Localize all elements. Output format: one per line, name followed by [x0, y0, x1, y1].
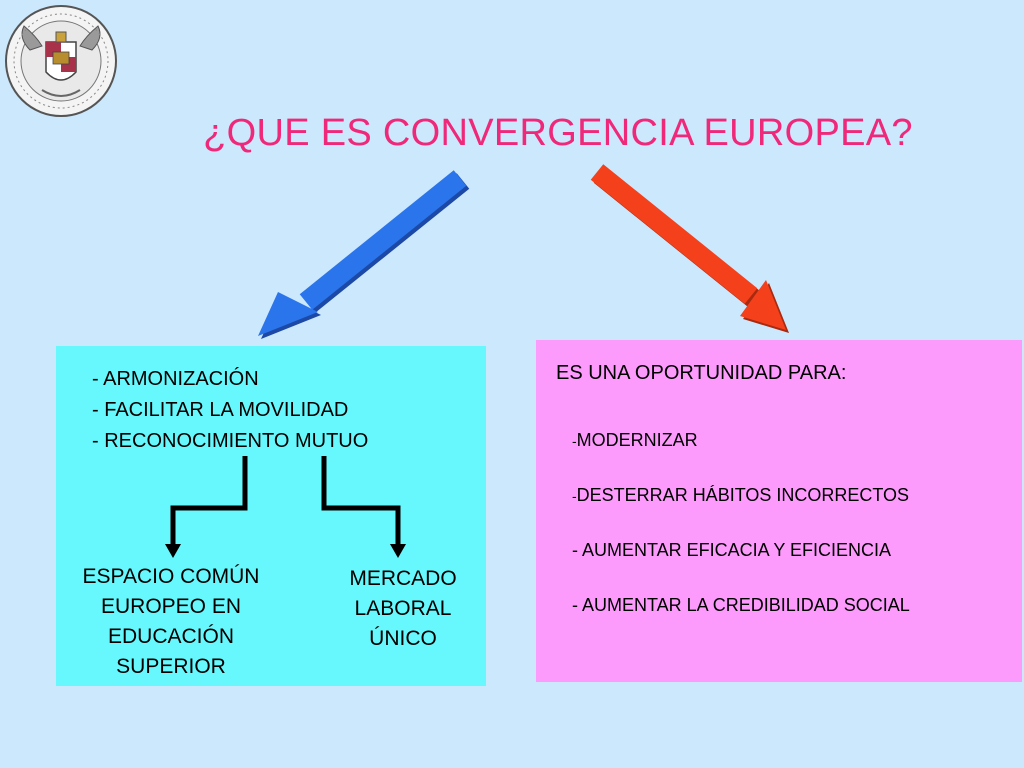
outcome-higher-education-area: ESPACIO COMÚN EUROPEO EN EDUCACIÓN SUPER… [56, 562, 286, 682]
right-panel: ES UNA OPORTUNIDAD PARA: -MODERNIZAR -DE… [536, 340, 1022, 682]
opportunity-item: -DESTERRAR HÁBITOS INCORRECTOS [572, 485, 910, 540]
outcome-single-labour-market: MERCADO LABORAL ÚNICO [326, 564, 480, 654]
opportunity-item: - AUMENTAR EFICACIA Y EFICIENCIA [572, 540, 910, 595]
outcome-line: LABORAL [354, 597, 452, 620]
arrow-down-left-icon [258, 170, 470, 339]
left-panel: - ARMONIZACIÓN - FACILITAR LA MOVILIDAD … [56, 346, 486, 686]
outcome-line: EDUCACIÓN [107, 625, 234, 648]
elbow-arrow-down-icon [321, 456, 401, 546]
outcome-line: SUPERIOR [116, 655, 226, 678]
arrowhead-left [165, 544, 181, 558]
opportunity-item: - AUMENTAR LA CREDIBILIDAD SOCIAL [572, 595, 910, 650]
outcome-line: EUROPEO EN [100, 595, 242, 618]
university-crest-icon [5, 5, 117, 117]
goal-item: - RECONOCIMIENTO MUTUO [92, 430, 369, 452]
item-dash: - [572, 488, 577, 504]
arrowhead-right [390, 544, 406, 558]
opportunity-item: -MODERNIZAR [572, 430, 910, 485]
outcome-line: ESPACIO COMÚN [82, 565, 260, 588]
arrow-down-right-icon [590, 164, 789, 333]
slide-title: ¿QUE ES CONVERGENCIA EUROPEA? [203, 112, 913, 154]
opportunity-list: -MODERNIZAR -DESTERRAR HÁBITOS INCORRECT… [572, 430, 910, 650]
outcome-line: MERCADO [349, 567, 457, 590]
connector-arrows [165, 456, 406, 558]
elbow-arrow-down-icon [170, 456, 248, 546]
item-text: - AUMENTAR LA CREDIBILIDAD SOCIAL [572, 595, 910, 615]
item-text: - AUMENTAR EFICACIA Y EFICIENCIA [572, 540, 892, 560]
item-text: DESTERRAR HÁBITOS INCORRECTOS [576, 485, 910, 505]
goal-item: - ARMONIZACIÓN [92, 368, 259, 390]
outcome-line: ÚNICO [369, 627, 437, 650]
item-text: MODERNIZAR [576, 430, 698, 450]
goal-item: - FACILITAR LA MOVILIDAD [92, 399, 349, 421]
item-dash: - [572, 433, 577, 449]
goals-list: - ARMONIZACIÓN - FACILITAR LA MOVILIDAD … [92, 364, 368, 457]
opportunity-heading: ES UNA OPORTUNIDAD PARA: [556, 362, 847, 384]
